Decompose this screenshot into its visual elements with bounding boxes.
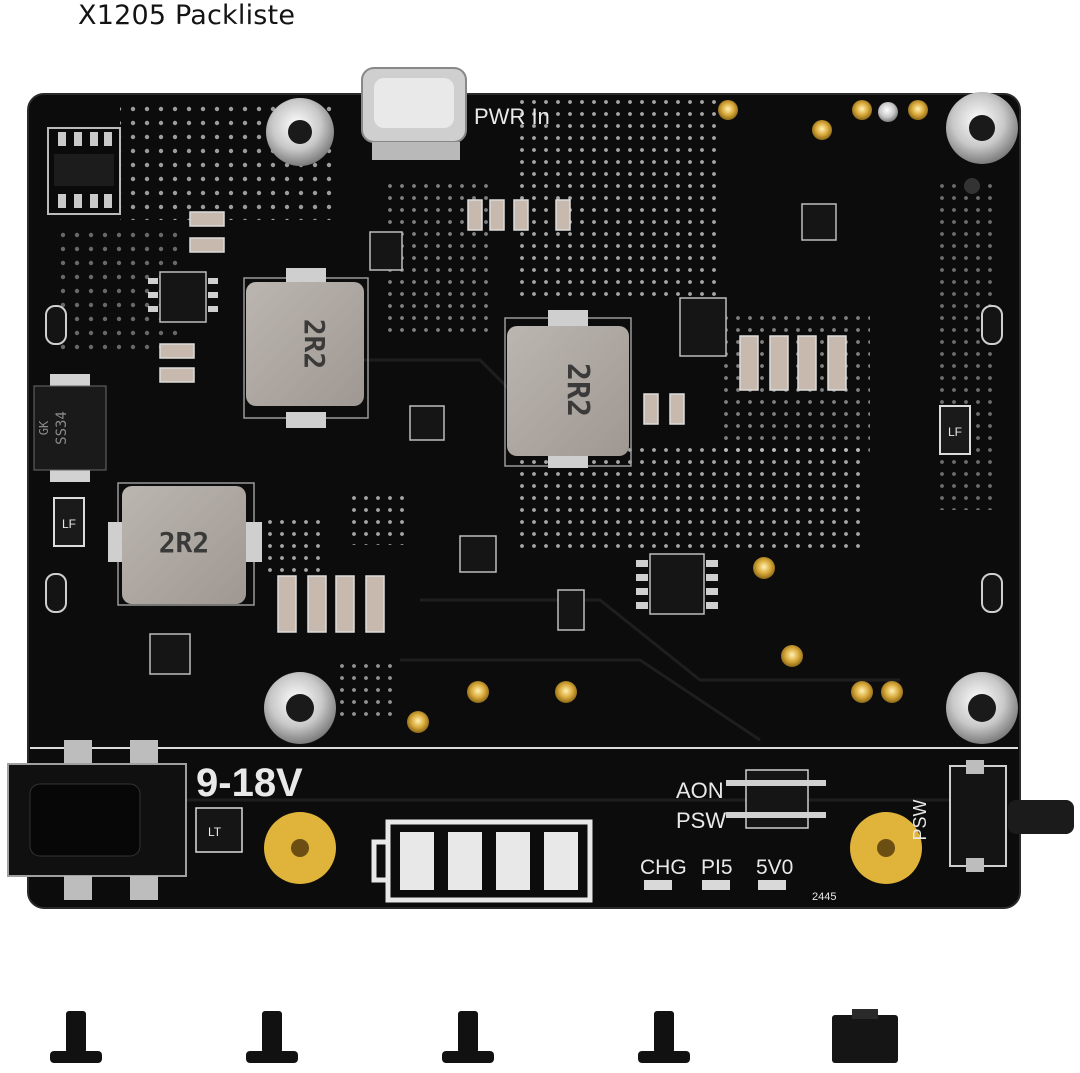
- pi5-label: PI5: [701, 856, 733, 879]
- 5v0-label: 5V0: [756, 856, 793, 879]
- svg-text:2R2: 2R2: [560, 363, 595, 417]
- mounting-hole: [264, 672, 336, 744]
- voltage-label: 9-18V: [196, 761, 303, 805]
- date-code: 2445: [812, 891, 836, 903]
- psw-label: PSW: [676, 808, 726, 833]
- svg-text:2R2: 2R2: [159, 526, 210, 559]
- schottky-diode: SS34 GK: [33, 374, 107, 482]
- dc-barrel-jack: [7, 740, 187, 900]
- screw: [246, 1011, 298, 1063]
- aon-label: AON: [676, 778, 724, 803]
- jumper-cap: [832, 1009, 898, 1063]
- pcb-photo: PWR In 2R2 2R2 2R2: [0, 60, 1080, 930]
- svg-text:2R2: 2R2: [298, 319, 331, 370]
- inductor: 2R2: [504, 310, 632, 468]
- pwr-in-label: PWR In: [474, 104, 550, 129]
- battery-silkscreen: [371, 819, 593, 903]
- gold-mounting-pad: [850, 812, 922, 884]
- fuse: LF: [53, 497, 85, 547]
- mounting-hole: [946, 92, 1018, 164]
- screw: [50, 1011, 102, 1063]
- svg-text:GK: GK: [37, 420, 51, 435]
- usb-c-port: [361, 67, 467, 160]
- page-title: X1205 Packliste: [78, 0, 296, 31]
- svg-text:LF: LF: [948, 425, 962, 439]
- pin-header: [726, 769, 826, 829]
- screw: [638, 1011, 690, 1063]
- svg-text:LT: LT: [208, 825, 222, 839]
- accessories-row: [0, 1005, 1080, 1068]
- screw: [442, 1011, 494, 1063]
- psw-side-label: PSW: [910, 799, 930, 840]
- fuse: LF: [939, 405, 971, 455]
- mounting-hole: [266, 98, 334, 166]
- svg-text:SS34: SS34: [54, 411, 70, 445]
- power-switch: [949, 760, 1074, 872]
- gold-mounting-pad: [264, 812, 336, 884]
- led-indicator: LT: [195, 807, 243, 853]
- mounting-hole: [946, 672, 1018, 744]
- inductor: 2R2: [243, 268, 369, 428]
- chg-label: CHG: [640, 856, 687, 879]
- ic-chip: [47, 127, 121, 215]
- svg-text:LF: LF: [62, 517, 76, 531]
- inductor: 2R2: [108, 482, 262, 606]
